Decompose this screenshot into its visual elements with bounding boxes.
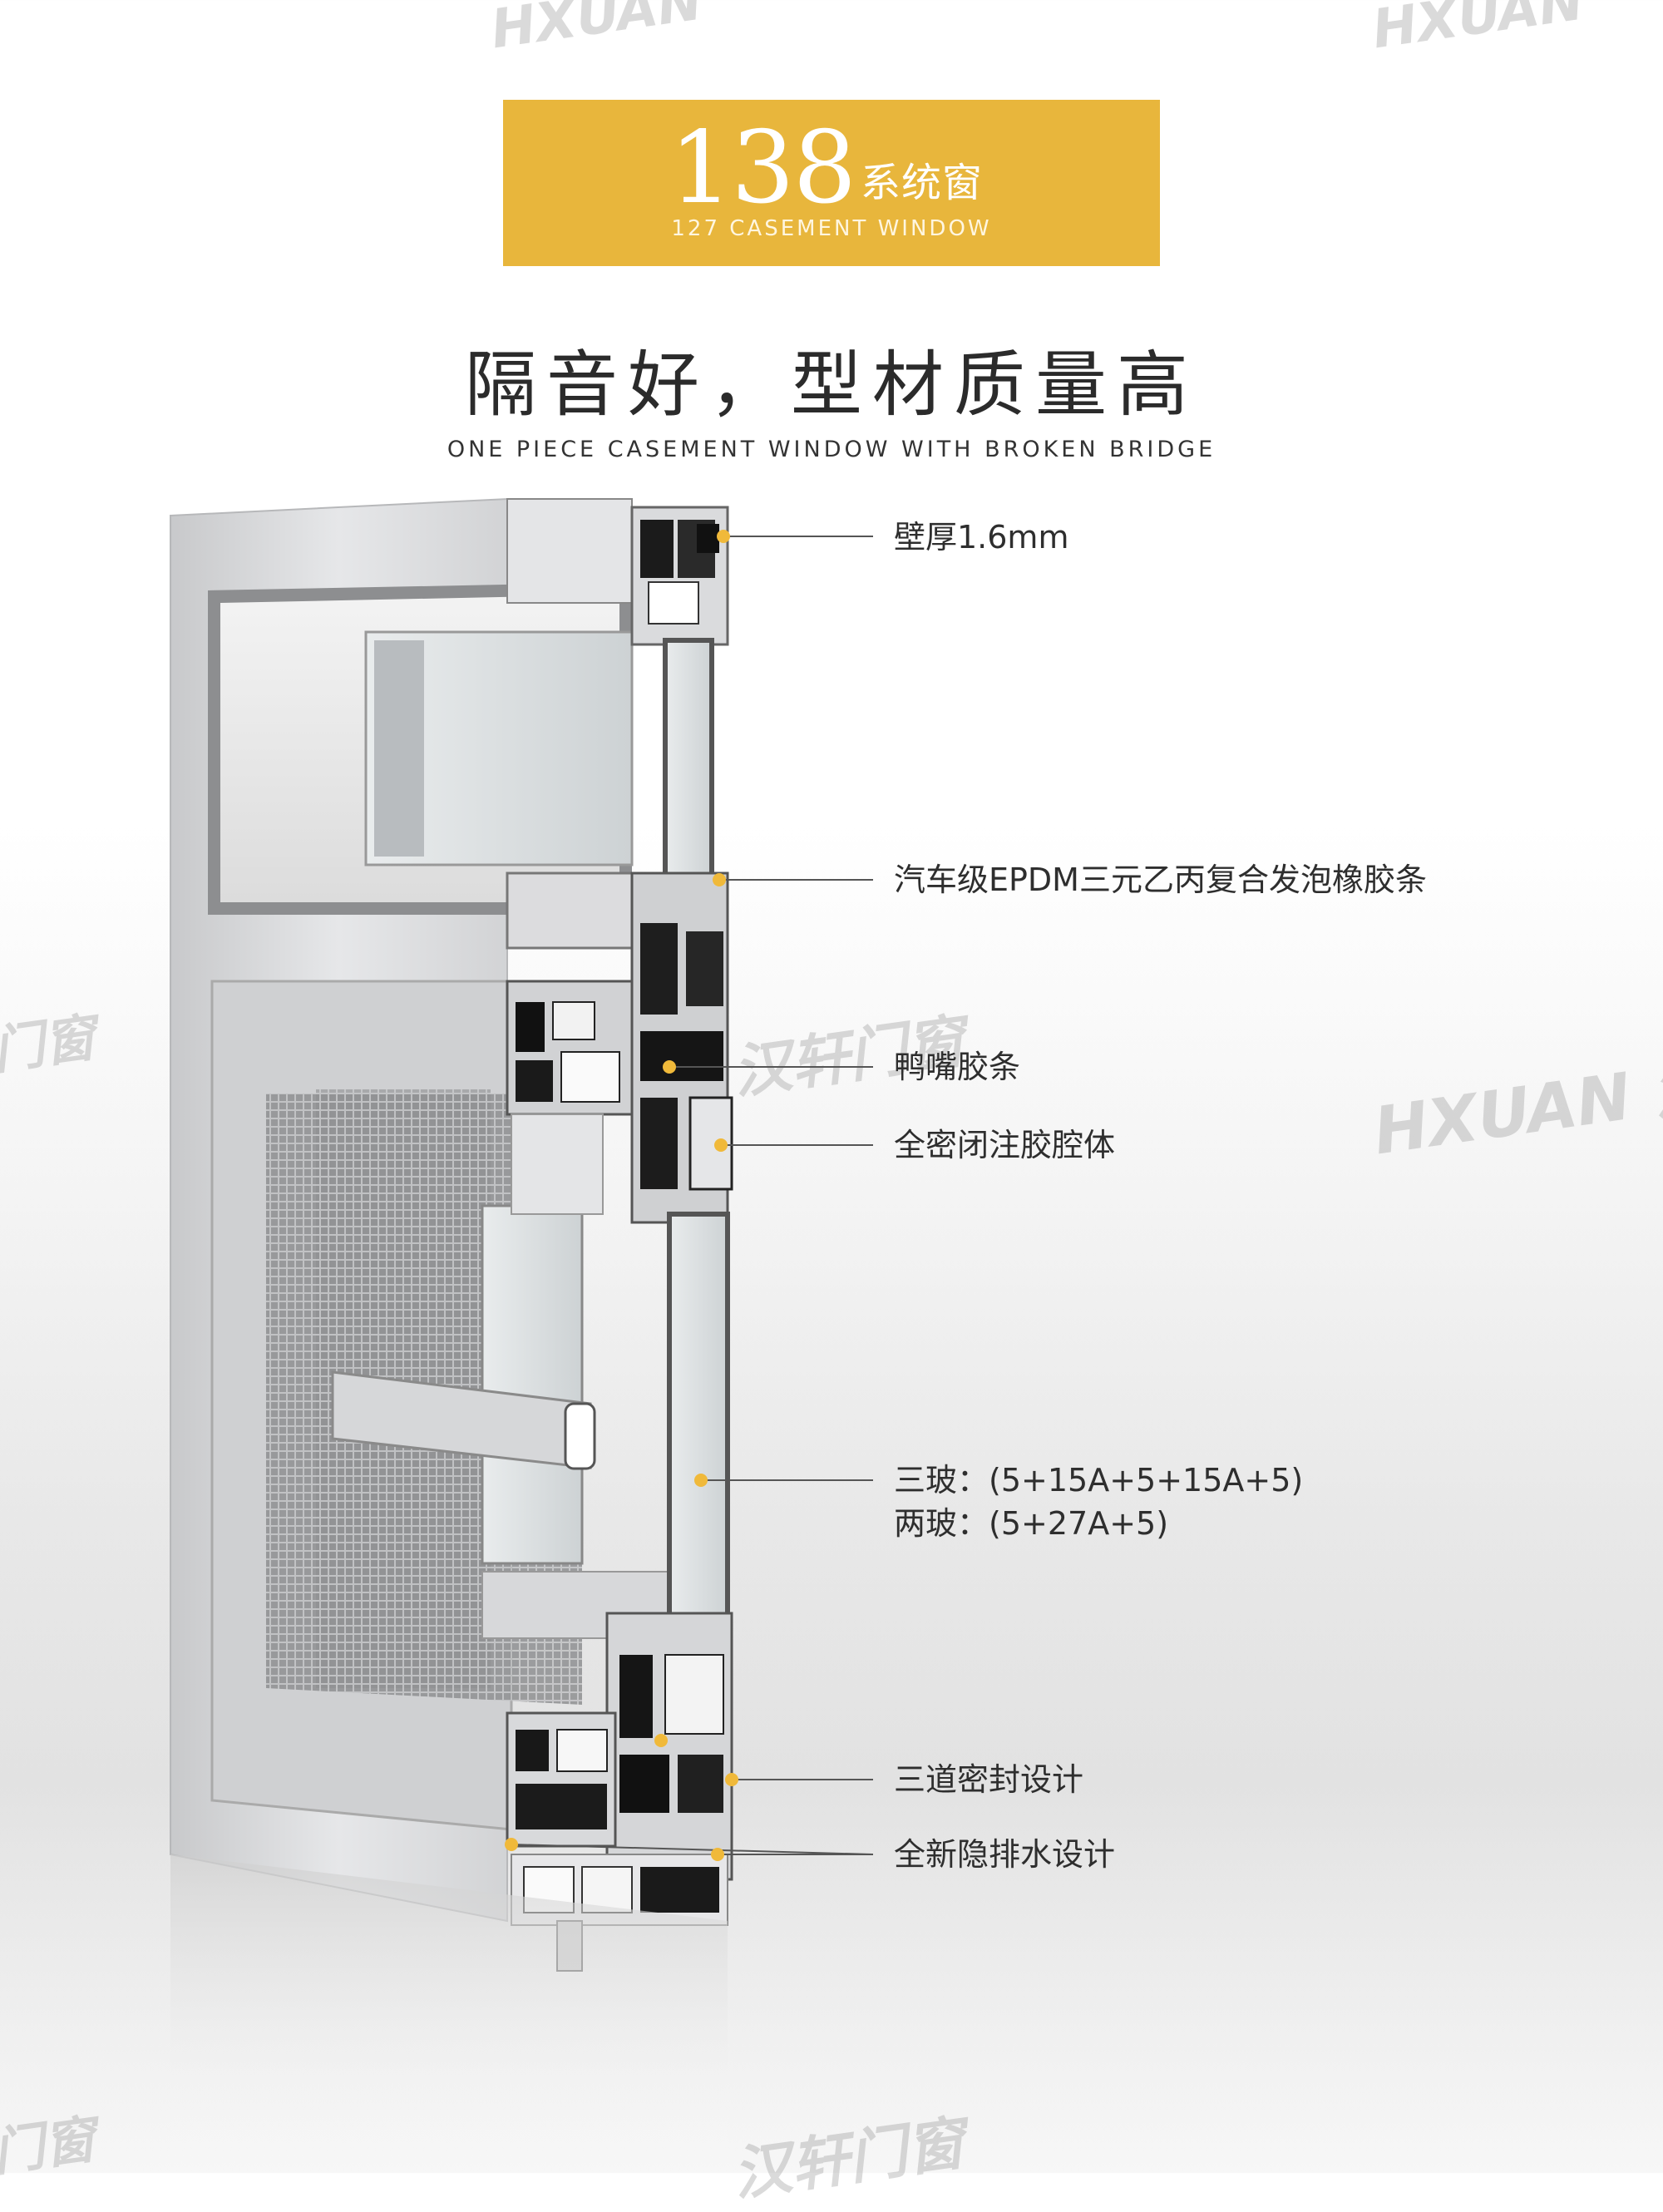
- profile-section: [506, 498, 733, 1972]
- dot-drain-a: [505, 1838, 518, 1851]
- dot-duckbill-strip: [663, 1060, 676, 1074]
- callout-glass-triple: 三玻：(5+15A+5+15A+5): [894, 1462, 1304, 1499]
- callout-sealed-cavity: 全密闭注胶腔体: [894, 1127, 1116, 1163]
- callout-epdm-strip: 汽车级EPDM三元乙丙复合发泡橡胶条: [894, 862, 1427, 898]
- model-number: 138: [669, 111, 856, 226]
- model-en-label: 127 CASEMENT WINDOW: [671, 216, 992, 241]
- dot-seal-a: [654, 1734, 668, 1747]
- callout-drainage: 全新隐排水设计: [894, 1836, 1116, 1873]
- dot-epdm-strip: [713, 873, 726, 886]
- dot-drain-b: [711, 1848, 724, 1861]
- outer-frame: [170, 497, 699, 1923]
- headline: 隔音好，型材质量高: [465, 343, 1198, 427]
- dot-glass: [694, 1474, 708, 1487]
- dot-wall-thickness: [717, 530, 730, 543]
- dot-sealed-cavity: [714, 1138, 728, 1152]
- callout-duckbill-strip: 鸭嘴胶条: [894, 1049, 1021, 1085]
- callout-triple-seal: 三道密封设计: [894, 1761, 1084, 1798]
- callout-dots: [505, 530, 738, 1861]
- dot-seal-b: [725, 1773, 738, 1786]
- model-cn-label: 系统窗: [861, 160, 984, 206]
- callout-glass-double: 两玻：(5+27A+5): [894, 1505, 1169, 1542]
- subheadline: ONE PIECE CASEMENT WINDOW WITH BROKEN BR…: [447, 437, 1216, 462]
- model-badge: 138 系统窗 127 CASEMENT WINDOW: [503, 100, 1160, 266]
- callout-wall-thickness: 壁厚1.6mm: [894, 519, 1069, 555]
- leader-lines: [511, 536, 874, 1855]
